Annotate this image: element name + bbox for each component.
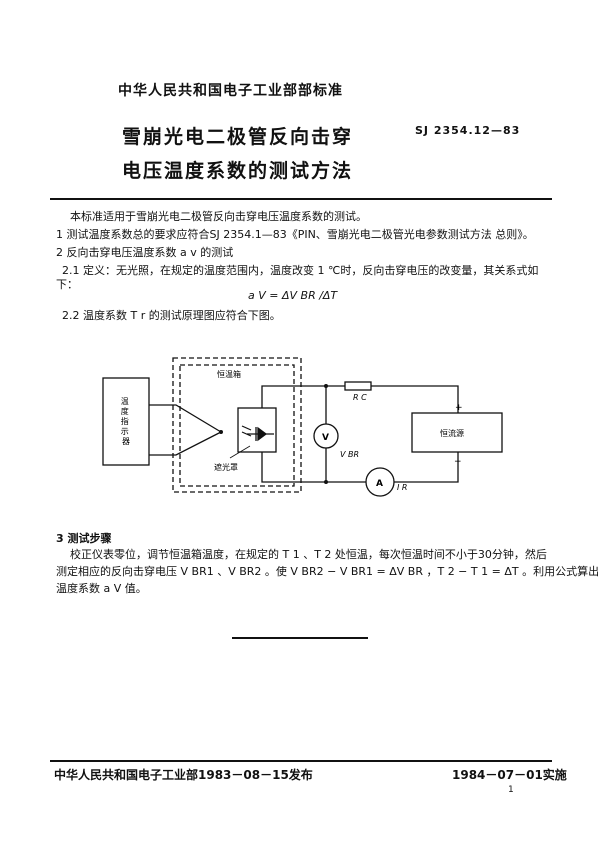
intro-paragraph: 本标准适用于雪崩光电二极管反向击穿电压温度系数的测试。 <box>70 210 367 223</box>
page-number: 1 <box>508 785 514 795</box>
section-2-1-line-2: 下： <box>56 278 78 291</box>
section-1: 1 测试温度系数总的要求应符合SJ 2354.1—83《PIN、雪崩光电二极管光… <box>56 228 534 241</box>
section-2-2: 2.2 温度系数 T r 的测试原理图应符合下图。 <box>62 309 281 322</box>
chamber-label: 恒温箱 <box>217 369 241 379</box>
minus-sign: − <box>454 457 462 467</box>
thermo-char: 示 <box>121 427 129 436</box>
junction-dot <box>324 384 328 388</box>
ministry-header: 中华人民共和国电子工业部部标准 <box>118 83 343 99</box>
end-rule <box>232 637 368 639</box>
thermo-char: 温 <box>121 397 129 406</box>
plus-sign: + <box>455 403 463 413</box>
wire-top-right <box>371 385 459 413</box>
footer-rule <box>50 760 552 762</box>
formula: a V = ΔV BR /ΔT <box>248 289 338 302</box>
shield-leader <box>229 445 251 459</box>
junction-dot <box>324 480 328 484</box>
header-rule <box>50 198 552 200</box>
issuer-text: 中华人民共和国电子工业部1983－08－15发布 <box>54 768 313 782</box>
title-line-1: 雪崩光电二极管反向击穿 <box>122 126 354 148</box>
section-3-line-1: 校正仪表零位，调节恒温箱温度，在规定的 T 1 、T 2 处恒温，每次恒温时间不… <box>70 548 547 561</box>
chamber-inner <box>179 364 295 487</box>
current-source-box <box>411 412 503 453</box>
wire-bottom-right <box>394 452 459 483</box>
wire-bottom-left <box>261 452 366 483</box>
light-shield-box <box>237 407 277 453</box>
wire-top-left <box>261 385 345 408</box>
thermocouple-wire-top <box>149 404 222 433</box>
thermo-char: 器 <box>122 437 130 446</box>
ammeter-icon <box>365 467 395 497</box>
voltmeter-symbol: V <box>322 433 329 443</box>
section-3-line-3: 温度系数 a V 值。 <box>56 582 147 595</box>
light-arrow-icon <box>241 431 252 437</box>
chamber-outer <box>172 357 302 493</box>
temperature-indicator-box <box>102 377 150 466</box>
thermo-char: 度 <box>121 406 129 416</box>
section-2-heading: 2 反向击穿电压温度系数 a v 的测试 <box>56 246 234 259</box>
section-2-1-line-1: 2.1 定义：无光照，在规定的温度范围内，温度改变 1 ℃时，反向击穿电压的改变… <box>62 264 539 277</box>
section-3-heading: 3 测试步骤 <box>56 532 112 545</box>
shield-label: 遮光罩 <box>214 462 238 472</box>
ammeter-label: I R <box>397 483 407 492</box>
junction-dot <box>219 430 223 434</box>
ammeter-symbol: A <box>376 479 383 489</box>
light-arrow-icon <box>241 425 252 431</box>
thermo-char: 指 <box>121 416 129 426</box>
thermo-label: 温 度 指 示 器 <box>121 397 132 446</box>
resistor-rc <box>344 381 372 391</box>
source-label: 恒流源 <box>440 428 464 438</box>
standard-number: SJ 2354.12—83 <box>415 124 521 137</box>
voltmeter-label: V BR <box>340 450 359 459</box>
section-3-line-2: 测定相应的反向击穿电压 V BR1 、V BR2 。使 V BR2 − V BR… <box>56 565 600 578</box>
effective-date: 1984－07－01实施 <box>452 768 567 782</box>
thermocouple-wire-bottom <box>149 431 222 456</box>
resistor-label: R C <box>353 393 367 402</box>
title-line-2: 电压温度系数的测试方法 <box>122 160 354 182</box>
